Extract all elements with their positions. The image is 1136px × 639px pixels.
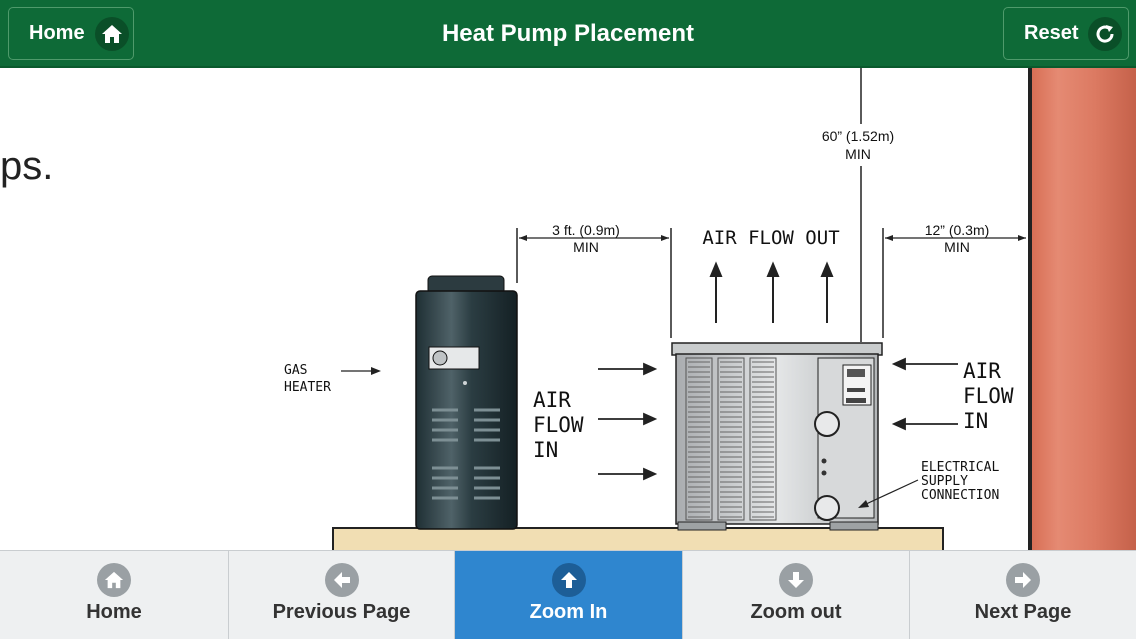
text-fragment: ps. [0, 144, 54, 188]
wall [1028, 68, 1136, 550]
page-title: Heat Pump Placement [441, 20, 695, 47]
air-flow-out-label: AIR FLOW OUT [702, 227, 839, 249]
air-flow-in-right-arrows [891, 357, 958, 431]
tab-zoom-out[interactable]: Zoom out [683, 551, 910, 639]
tab-zoom-in[interactable]: Zoom In [455, 551, 683, 639]
electrical-line1: ELECTRICAL [921, 460, 999, 475]
reset-button[interactable]: Reset [1003, 7, 1129, 60]
tab-previous-page[interactable]: Previous Page [229, 551, 455, 639]
tab-next-page-label: Next Page [974, 601, 1072, 623]
arrow-up-icon [551, 563, 586, 597]
air-flow-out-arrows [709, 261, 834, 323]
arrow-right-icon [1006, 563, 1040, 597]
gas-heater-unit [415, 275, 518, 530]
tab-home-label: Home [86, 601, 142, 623]
right-clearance-min: MIN [944, 239, 970, 255]
home-button-label: Home [29, 22, 85, 44]
heat-pump-diagram: 60” (1.52m) MIN 3 ft. (0.9m) MIN 12” (0.… [284, 68, 1026, 550]
arrow-left-icon [324, 563, 359, 597]
arrow-down-icon [779, 563, 813, 597]
air-flow-in-left-line2: FLOW [533, 413, 584, 437]
reset-button-label: Reset [1024, 22, 1079, 44]
concrete-pad [332, 527, 944, 550]
tab-zoom-out-label: Zoom out [750, 601, 842, 623]
home-icon [94, 16, 129, 51]
tab-home[interactable]: Home [0, 551, 229, 639]
air-flow-in-left-arrows [598, 362, 658, 481]
top-clearance-value: 60” (1.52m) [822, 128, 894, 144]
home-button[interactable]: Home [8, 7, 134, 60]
gas-heater-line1: GAS [284, 363, 307, 378]
air-flow-in-right-line2: FLOW [963, 384, 1014, 408]
refresh-icon [1088, 16, 1123, 51]
air-flow-in-right-line1: AIR [963, 359, 1001, 383]
bottom-toolbar: Home Previous Page Zoom In Zoom out Next… [0, 550, 1136, 639]
air-flow-in-left-line1: AIR [533, 388, 571, 412]
document-page[interactable]: ps. 60” (1.52m) MIN 3 ft. (0.9m) MIN 12”… [0, 68, 1136, 550]
air-flow-in-left-line3: IN [533, 438, 558, 462]
tab-previous-page-label: Previous Page [272, 601, 411, 623]
right-clearance-value: 12” (0.3m) [925, 222, 990, 238]
heat-pump-unit [671, 342, 883, 531]
top-bar: Heat Pump Placement Home Reset [0, 0, 1136, 68]
tab-next-page[interactable]: Next Page [910, 551, 1136, 639]
left-clearance-min: MIN [573, 239, 599, 255]
electrical-line3: CONNECTION [921, 488, 999, 503]
electrical-line2: SUPPLY [921, 474, 968, 489]
top-clearance-min: MIN [845, 146, 871, 162]
air-flow-in-right-line3: IN [963, 409, 988, 433]
tab-zoom-in-label: Zoom In [529, 601, 608, 623]
gas-heater-line2: HEATER [284, 380, 331, 395]
left-clearance-value: 3 ft. (0.9m) [552, 222, 620, 238]
home-icon [97, 563, 131, 597]
